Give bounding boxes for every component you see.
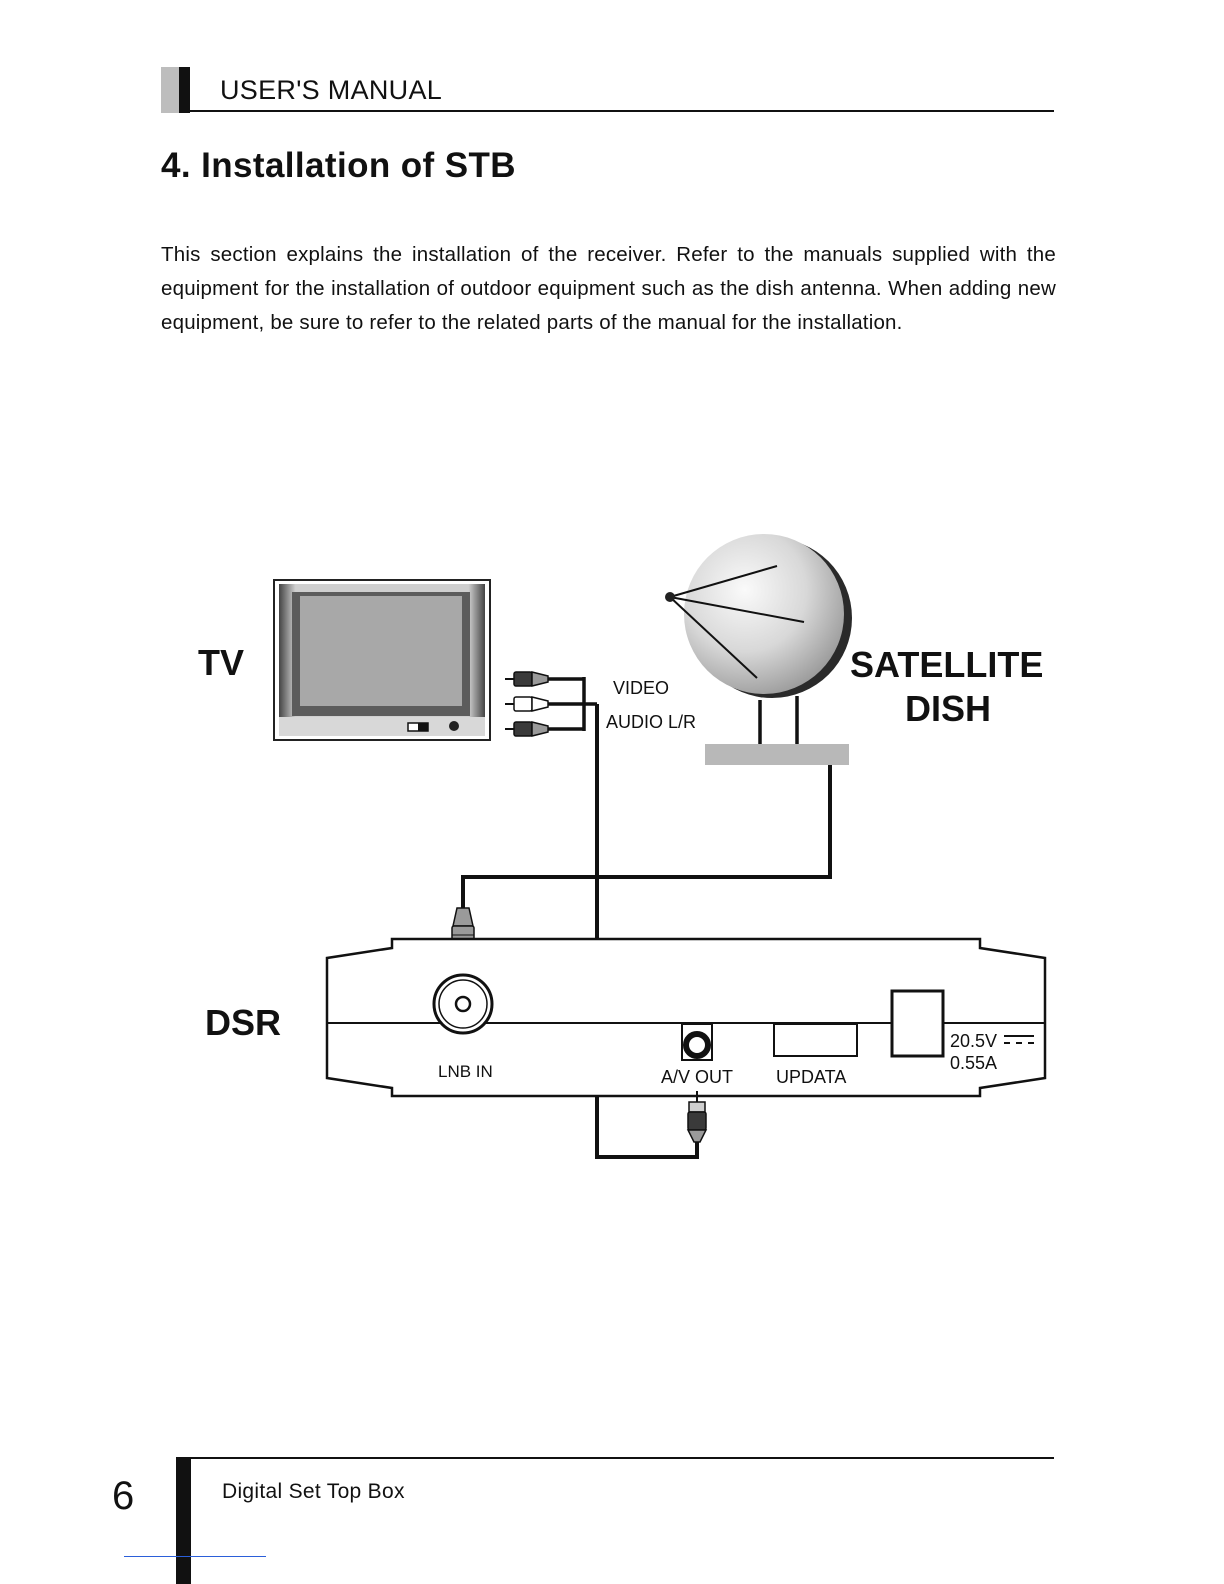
updata-port <box>773 1023 858 1057</box>
lnb-in-label: LNB IN <box>438 1062 493 1081</box>
power-current-label: 0.55A <box>950 1053 997 1073</box>
tv-set <box>273 579 491 741</box>
page-number: 6 <box>112 1474 135 1518</box>
section-title: 4. Installation of STB <box>161 146 516 185</box>
dsr-label: DSR <box>205 1002 281 1043</box>
header-bar <box>179 67 190 113</box>
audio-label: AUDIO L/R <box>606 712 696 732</box>
header-rule <box>190 110 1054 112</box>
av-out-label: A/V OUT <box>661 1067 733 1087</box>
footer-link-underline <box>124 1556 266 1557</box>
footer-bar <box>176 1457 191 1584</box>
av-out-plug <box>686 1091 708 1143</box>
footer-rule <box>190 1457 1054 1459</box>
av-cable <box>595 704 699 1159</box>
footer-title: Digital Set Top Box <box>222 1480 405 1503</box>
rca-plugs <box>505 671 597 737</box>
lnb-cable <box>461 765 832 910</box>
power-switch <box>890 989 945 1058</box>
rca-plug-2 <box>505 696 584 712</box>
rca-plug-1 <box>505 671 584 687</box>
satellite-label-line2: DISH <box>905 688 991 729</box>
header-bar-accent <box>161 67 179 113</box>
satellite-label-line1: SATELLITE <box>850 644 1043 685</box>
video-label: VIDEO <box>613 678 669 698</box>
dsr-receiver <box>325 937 1047 1098</box>
rca-plug-3 <box>505 721 584 737</box>
updata-label: UPDATA <box>776 1067 846 1087</box>
header-title: USER'S MANUAL <box>220 75 443 105</box>
power-voltage-label: 20.5V <box>950 1031 997 1051</box>
satellite-dish <box>665 534 852 765</box>
tv-label: TV <box>198 642 244 683</box>
section-intro: This section explains the installation o… <box>161 243 1056 334</box>
